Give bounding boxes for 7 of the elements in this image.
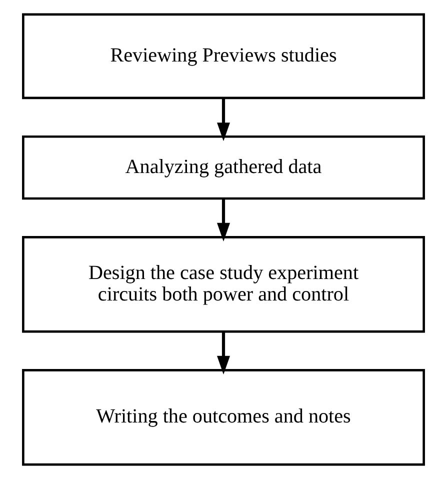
node-box: Writing the outcomes and notes — [22, 369, 425, 466]
arrow — [216, 98, 230, 142]
node-box: Design the case study experiment circuits both power and control — [22, 236, 425, 333]
arrow — [216, 332, 230, 374]
arrow — [216, 199, 230, 242]
node-box: Analyzing gathered data — [22, 135, 425, 200]
node-box: Reviewing Previews studies — [22, 13, 425, 100]
